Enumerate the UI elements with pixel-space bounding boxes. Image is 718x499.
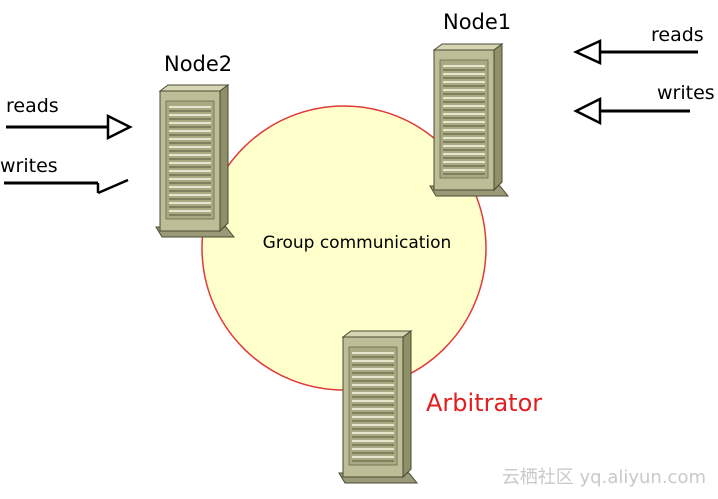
node2-writes-label: writes [0, 155, 58, 177]
node2-server [155, 84, 235, 238]
node1-writes-label: writes [657, 82, 715, 104]
node2-label: Node2 [164, 52, 232, 76]
group-communication-label: Group communication [263, 233, 452, 253]
node1-reads-label: reads [651, 24, 704, 46]
arbitrator-server [338, 330, 418, 484]
node2-writes-arrow [4, 178, 129, 195]
node1-server [429, 43, 509, 197]
node1-writes-arrow [573, 96, 690, 126]
node1-label: Node1 [443, 10, 511, 34]
node1-reads-arrow [572, 39, 698, 65]
watermark-text: 云栖社区 yq.aliyun.com [502, 467, 706, 488]
node2-reads-arrow [6, 113, 133, 141]
node2-reads-label: reads [6, 95, 59, 117]
arbitrator-label: Arbitrator [426, 389, 542, 417]
